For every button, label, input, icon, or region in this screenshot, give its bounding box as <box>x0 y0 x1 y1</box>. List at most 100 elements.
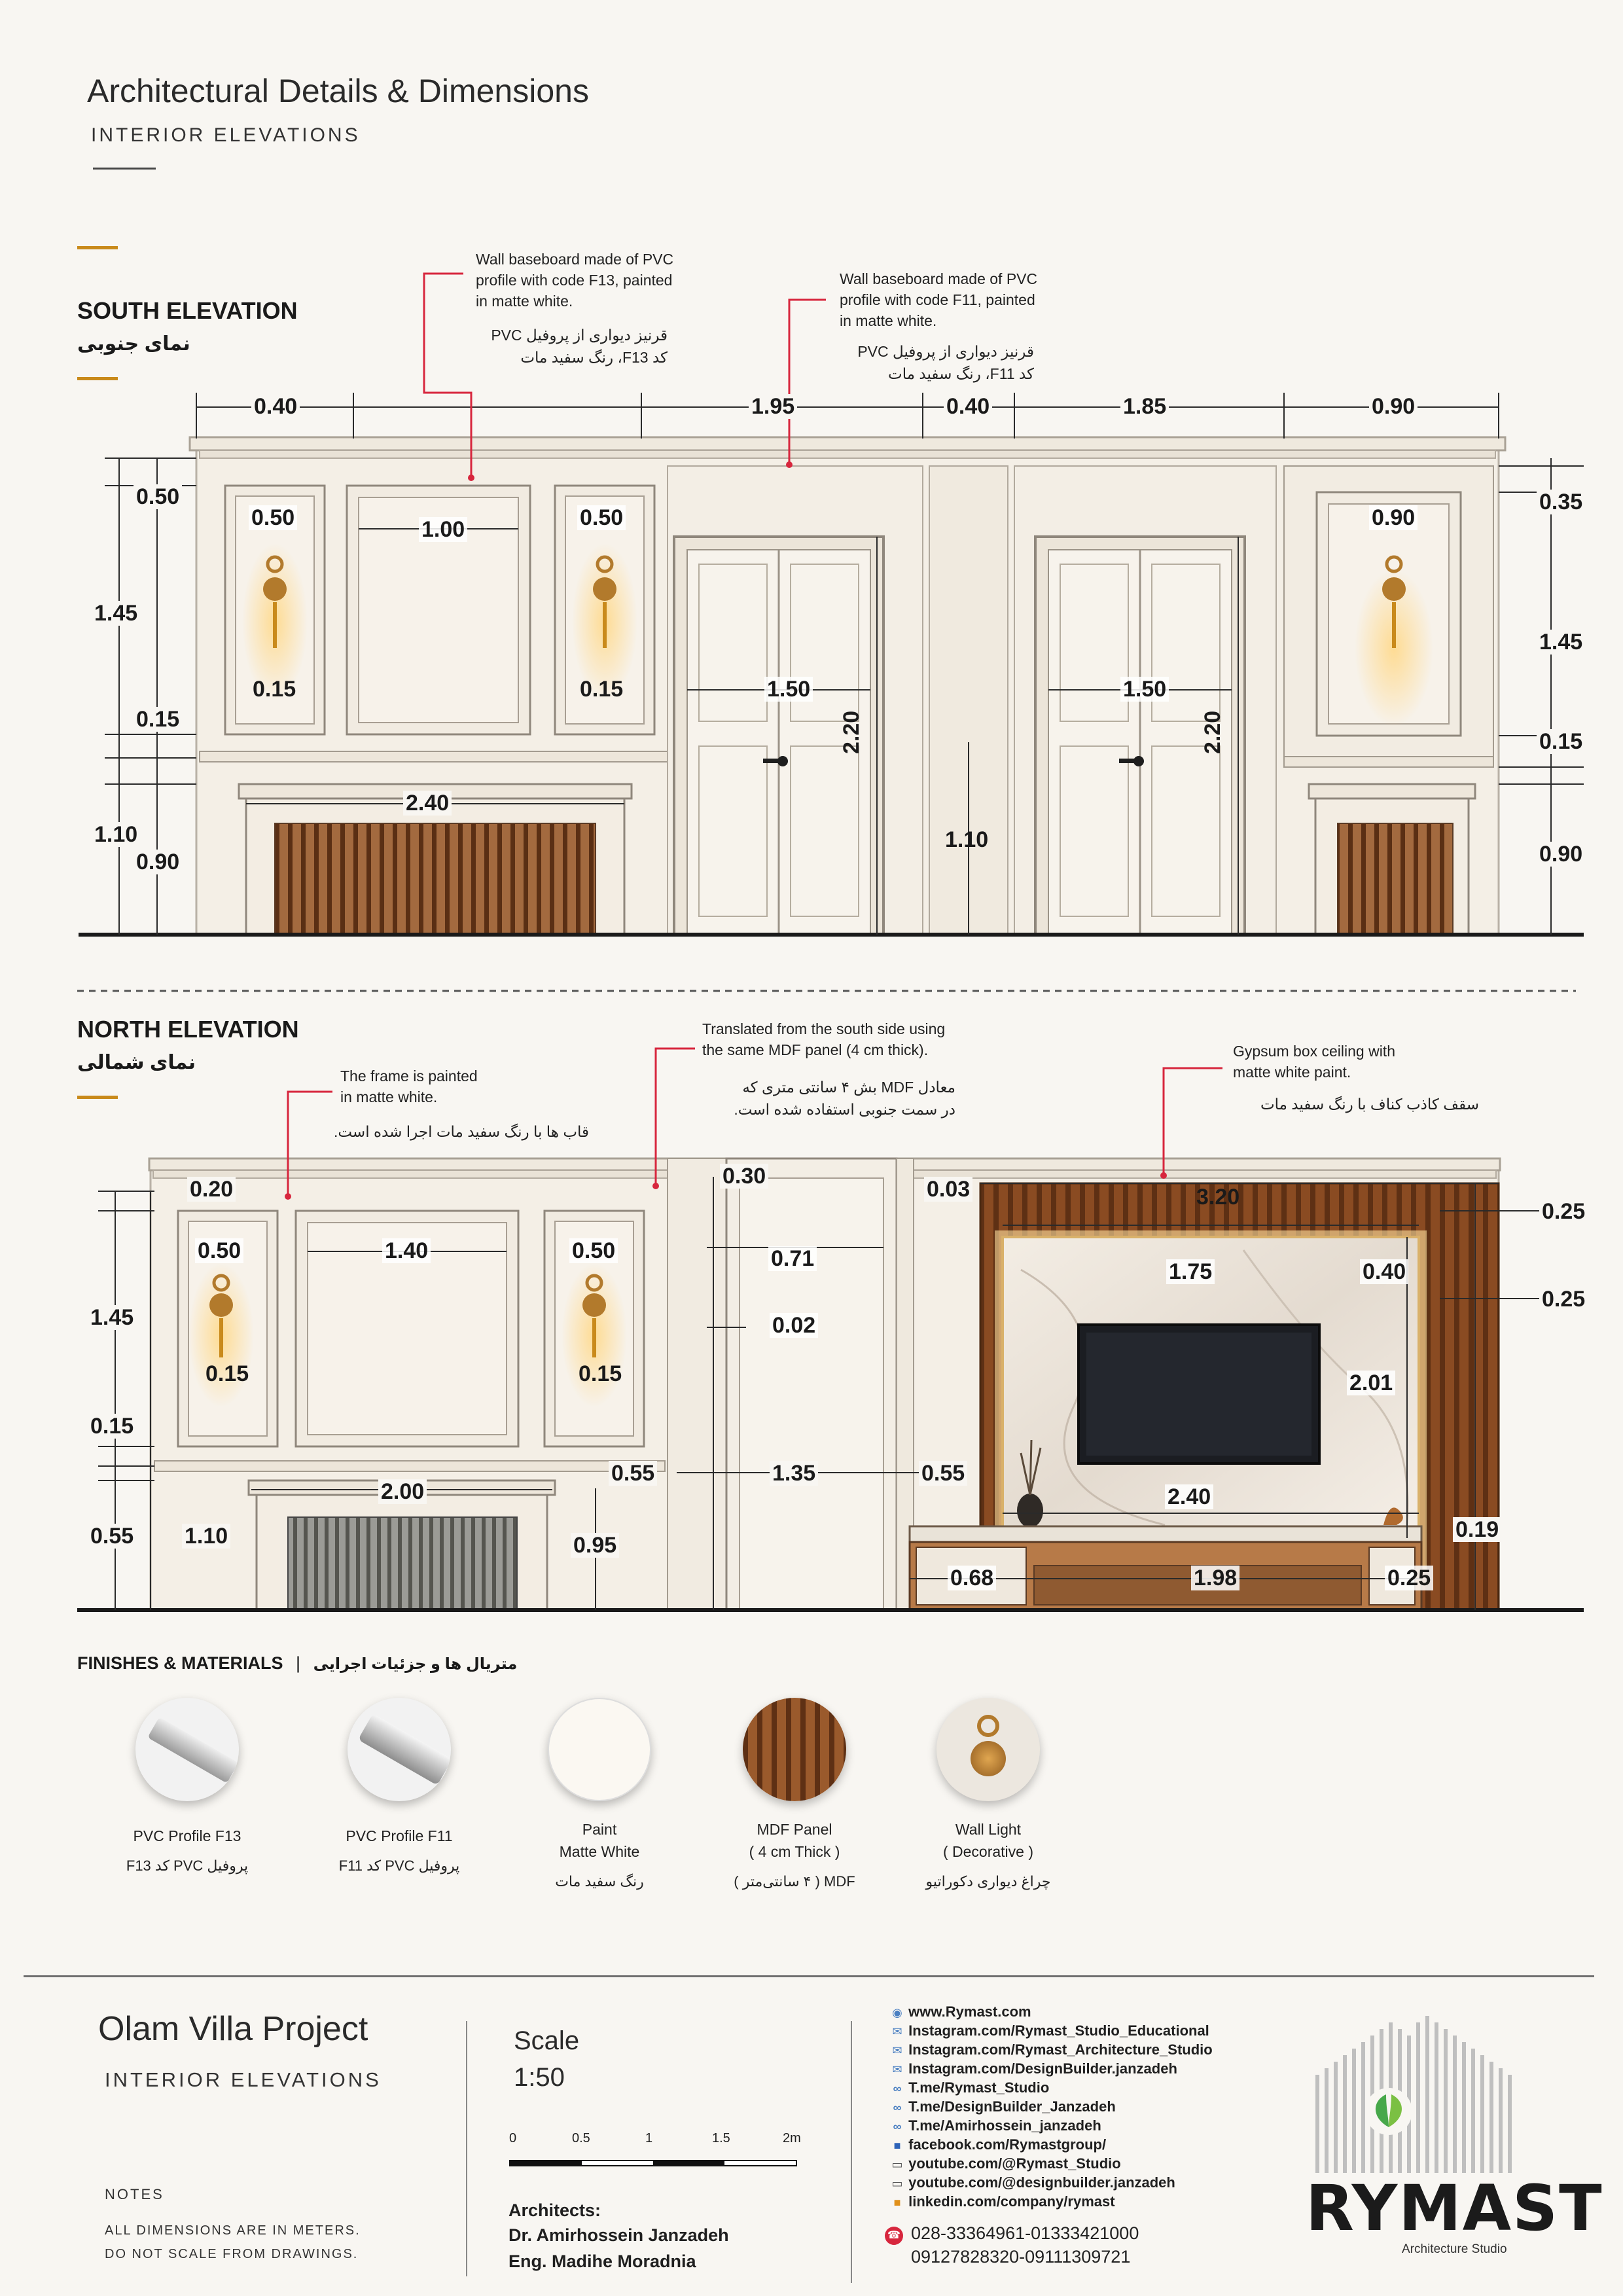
south-dim-door1-height: 2.20 <box>839 710 864 754</box>
facebook-icon: ■ <box>893 2139 901 2152</box>
notes-heading: NOTES <box>105 2186 164 2202</box>
south-dim-panel-d: 0.90 <box>1369 505 1418 530</box>
north-dim-t: 1.35 <box>770 1461 819 1486</box>
footer-separator <box>851 2021 852 2283</box>
material-pvc-f13: PVC Profile F13 پروفیل PVC کد F13 <box>109 1698 266 1874</box>
south-dim-right-c: 0.15 <box>1537 729 1586 754</box>
material-pvc-f11: PVC Profile F11 پروفیل PVC کد F11 <box>321 1698 478 1874</box>
linkedin-icon: ■ <box>893 2196 901 2209</box>
north-dim-i: 0.02 <box>770 1313 819 1338</box>
materials-heading: FINISHES & MATERIALS | متریال ها و جزئیا… <box>77 1653 518 1673</box>
link-icon: ∞ <box>893 2120 902 2133</box>
project-title: Olam Villa Project <box>98 2010 368 2048</box>
linkedin-link[interactable]: ■ linkedin.com/company/rymast <box>890 2193 1213 2212</box>
north-dim-k: 0.40 <box>1360 1259 1409 1284</box>
south-dim-handle-height: 1.10 <box>945 827 989 852</box>
notes-text: ALL DIMENSIONS ARE IN METERS.DO NOT SCAL… <box>105 2223 361 2261</box>
north-dim-u: 0.55 <box>919 1461 968 1486</box>
telegram-link[interactable]: ∞ T.me/Amirhossein_janzadeh <box>890 2117 1213 2136</box>
south-dim-left-c: 0.15 <box>134 707 183 732</box>
page-title: Architectural Details & Dimensions <box>87 73 589 109</box>
instagram-link[interactable]: ✉ Instagram.com/Rymast_Studio_Educationa… <box>890 2022 1213 2041</box>
title-divider <box>93 168 156 170</box>
north-dim-e: 0.50 <box>195 1238 244 1263</box>
material-mdf-panel: MDF Panel( 4 cm Thick ) MDF ( ۴ سانتی‌مت… <box>716 1698 873 1890</box>
north-dim-z: 1.10 <box>182 1524 231 1549</box>
instagram-icon: ✉ <box>892 2063 902 2076</box>
phone-icon: ☎ <box>885 2227 903 2245</box>
instagram-icon: ✉ <box>892 2044 902 2057</box>
north-elevation-title-fa: نمای شمالی <box>77 1052 196 1073</box>
south-dim-right-d: 0.90 <box>1537 842 1586 867</box>
phone-block: ☎ 028-33364961-01333421000 09127828320-0… <box>885 2221 1139 2269</box>
phone-number[interactable]: 09127828320-09111309721 <box>911 2247 1131 2267</box>
north-dim-cc: 1.98 <box>1191 1566 1240 1590</box>
north-dim-f: 1.40 <box>382 1238 431 1263</box>
pvc-profile-icon <box>348 1698 451 1801</box>
footer-divider <box>24 1975 1594 1977</box>
gold-divider <box>77 377 118 380</box>
south-dim-radiator: 2.40 <box>403 791 452 816</box>
south-dim-panel-b: 1.00 <box>419 517 468 542</box>
wall-light-icon <box>936 1698 1040 1801</box>
north-dim-s: 0.55 <box>609 1461 658 1486</box>
footer-separator <box>466 2021 467 2276</box>
north-dim-m: 0.25 <box>1539 1287 1588 1312</box>
north-dim-dd: 0.25 <box>1385 1566 1434 1590</box>
youtube-icon: ▭ <box>891 2158 903 2171</box>
page-subtitle: INTERIOR ELEVATIONS <box>91 124 361 146</box>
facebook-link[interactable]: ■ facebook.com/Rymastgroup/ <box>890 2136 1213 2155</box>
link-icon: ∞ <box>893 2101 902 2114</box>
north-dim-a: 0.20 <box>187 1177 236 1202</box>
south-dim-top-c: 0.40 <box>944 394 993 419</box>
south-elevation-title-fa: نمای جنوبی <box>77 333 190 355</box>
phone-number[interactable]: 028-33364961-01333421000 <box>911 2223 1139 2243</box>
south-dim-left-d: 1.10 <box>92 822 141 847</box>
youtube-link[interactable]: ▭ youtube.com/@designbuilder.janzadeh <box>890 2174 1213 2193</box>
north-dim-r: 2.01 <box>1347 1371 1396 1395</box>
architect-name: Dr. Amirhossein Janzadeh <box>508 2225 729 2245</box>
south-dim-top-e: 0.90 <box>1369 394 1418 419</box>
instagram-link[interactable]: ✉ Instagram.com/DesignBuilder.janzadeh <box>890 2060 1213 2079</box>
south-dim-panel-e: 0.15 <box>253 677 296 702</box>
paint-swatch-icon <box>548 1698 651 1801</box>
south-dim-left-e: 0.90 <box>134 850 183 874</box>
scale-label: Scale <box>514 2026 580 2055</box>
north-dim-aa: 0.95 <box>571 1533 620 1558</box>
south-elevation-drawing <box>79 272 1584 937</box>
project-subtitle: INTERIOR ELEVATIONS <box>105 2068 382 2091</box>
pvc-profile-icon <box>135 1698 239 1801</box>
youtube-icon: ▭ <box>891 2177 903 2190</box>
north-dim-y: 0.55 <box>88 1524 137 1549</box>
telegram-link[interactable]: ∞ T.me/Rymast_Studio <box>890 2079 1213 2098</box>
south-dim-panel-a: 0.50 <box>249 505 298 530</box>
south-dim-panel-c: 0.50 <box>577 505 626 530</box>
instagram-link[interactable]: ✉ Instagram.com/Rymast_Architecture_Stud… <box>890 2041 1212 2060</box>
south-dim-right-a: 0.35 <box>1537 490 1586 514</box>
north-note-3-fa: سقف کاذب کناف با رنگ سفید مات <box>1260 1096 1479 1113</box>
north-dim-n: 1.45 <box>88 1305 137 1330</box>
north-dim-v: 2.00 <box>378 1479 427 1504</box>
south-dim-top-b: 1.95 <box>749 394 798 419</box>
youtube-link[interactable]: ▭ youtube.com/@Rymast_Studio <box>890 2155 1213 2174</box>
north-dim-w: 2.40 <box>1165 1484 1214 1509</box>
link-icon: ∞ <box>893 2082 902 2095</box>
south-dim-top-a: 0.40 <box>251 394 300 419</box>
contact-links: ◉ www.Rymast.com ✉ Instagram.com/Rymast_… <box>890 2003 1213 2212</box>
north-dim-b: 0.30 <box>720 1164 769 1189</box>
north-dim-bb: 0.68 <box>948 1566 997 1590</box>
south-elevation-title: SOUTH ELEVATION <box>77 297 298 324</box>
elevation-drawings <box>77 272 1584 1612</box>
north-dim-q: 0.15 <box>88 1414 137 1439</box>
telegram-link[interactable]: ∞ T.me/DesignBuilder_Janzadeh <box>890 2098 1213 2117</box>
architects-heading: Architects: <box>508 2200 601 2220</box>
website-link[interactable]: ◉ www.Rymast.com <box>890 2003 1213 2022</box>
